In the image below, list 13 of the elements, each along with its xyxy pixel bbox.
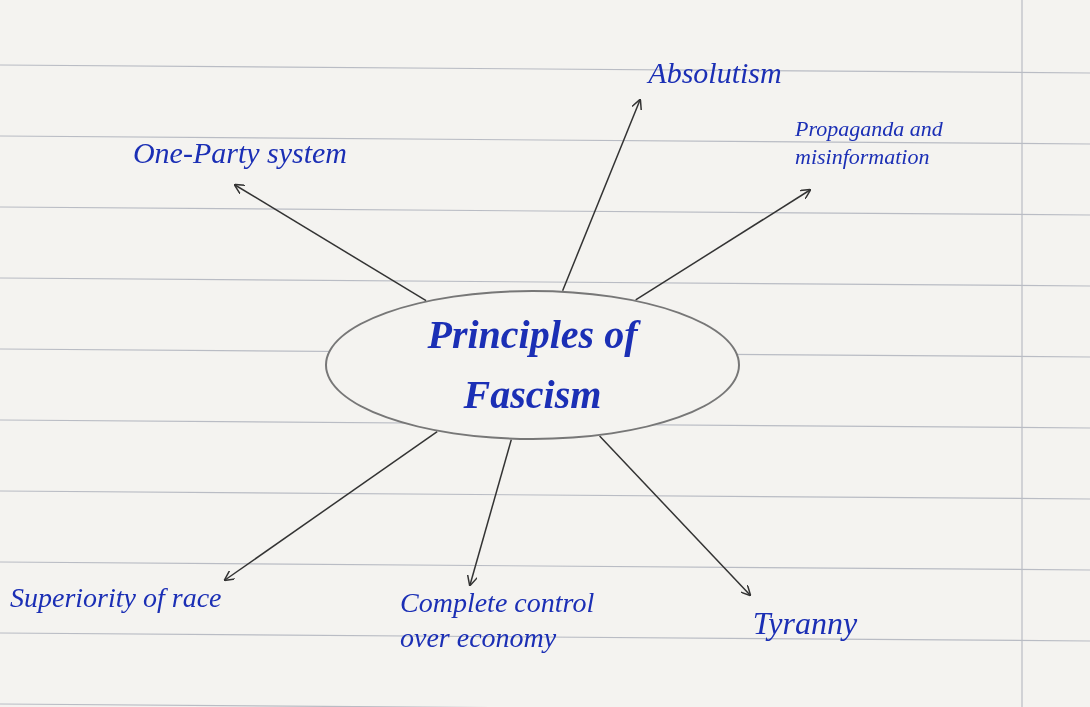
node-text: Principles of Fascism (367, 305, 698, 425)
node-text: One-Party system (132, 135, 348, 171)
arrow (223, 430, 438, 582)
arrow (634, 188, 812, 301)
node-text: Tyranny (752, 603, 858, 643)
node-text: Complete control over economy (400, 586, 596, 655)
arrow (233, 183, 427, 302)
arrow (561, 98, 642, 292)
arrow (466, 438, 513, 587)
arrow (598, 435, 752, 597)
node-text: Propaganda and misinformation (795, 115, 944, 170)
node-text: Absolutism (648, 55, 782, 91)
node-text: Superiority of race (10, 581, 223, 615)
